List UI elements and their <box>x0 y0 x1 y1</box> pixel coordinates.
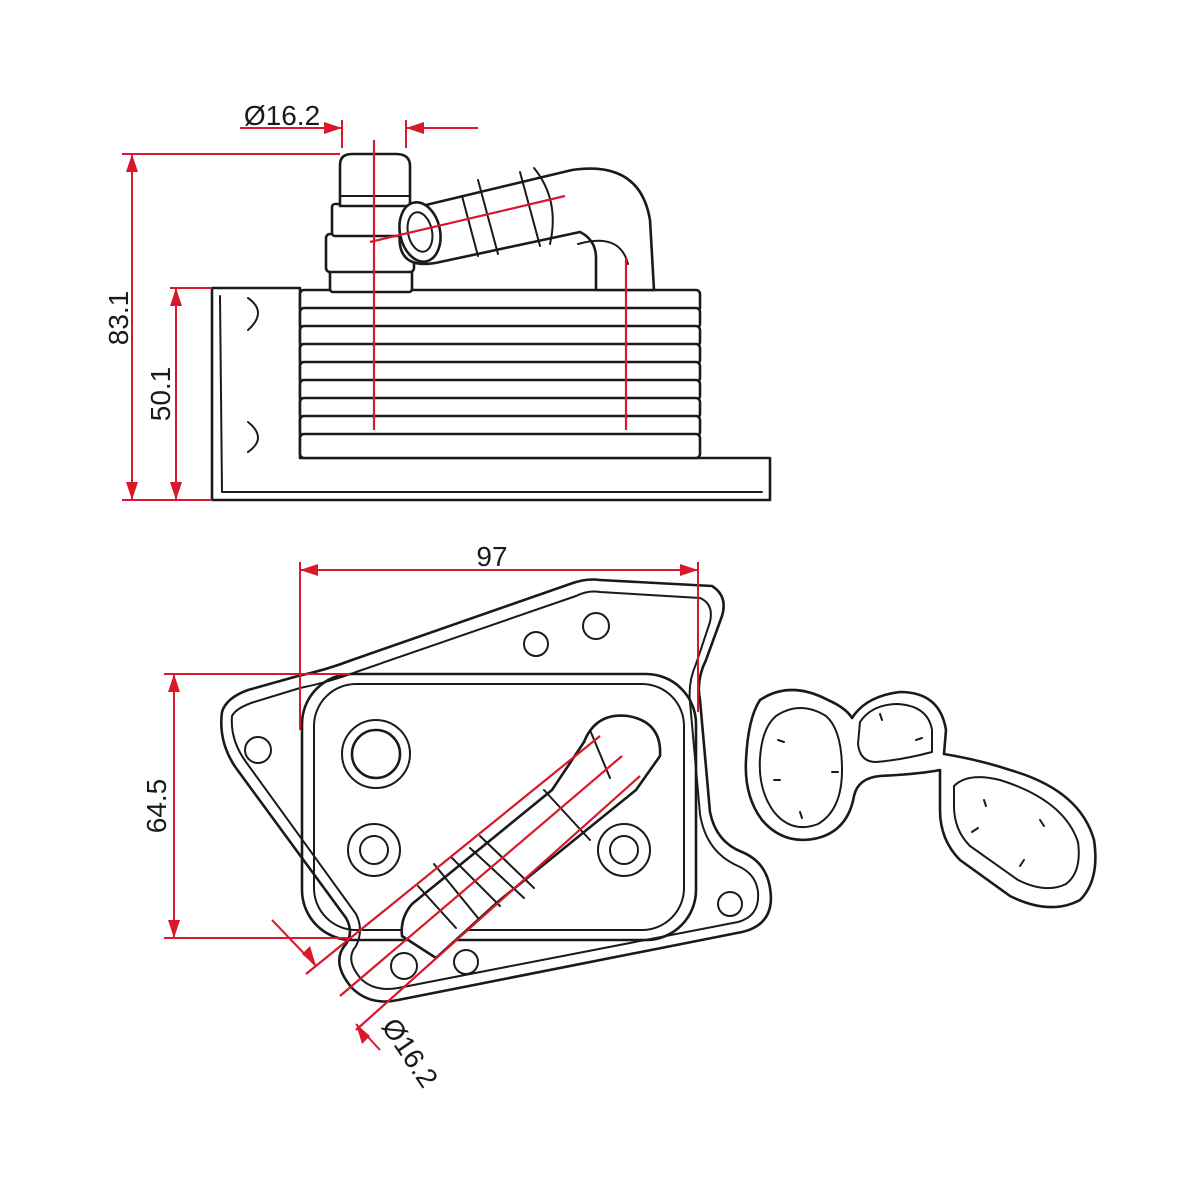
top-boss-right-outer <box>597 823 651 877</box>
width-label: 97 <box>476 541 507 572</box>
base-height-label: 50.1 <box>145 367 176 422</box>
top-port-diameter-dimension: Ø16.2 <box>240 100 478 148</box>
gasket-inner-right <box>953 776 1080 890</box>
flange-bolt-hole-6 <box>717 891 743 917</box>
top-view: 97 64.5 Ø16.2 <box>141 541 773 1093</box>
top-port-diameter-label: Ø16.2 <box>244 100 320 131</box>
pipe-edge-line-2 <box>355 775 641 1031</box>
side-vertical-port <box>324 152 416 294</box>
top-boss-right-inner <box>609 835 639 865</box>
top-boss-left-outer <box>347 823 401 877</box>
flange-bolt-hole-3 <box>582 612 610 640</box>
depth-label: 64.5 <box>141 779 172 834</box>
top-inlet-port-outer <box>341 719 411 789</box>
width-dimension: 97 <box>299 541 699 730</box>
top-angled-pipe <box>400 714 662 960</box>
base-height-dimension: 50.1 <box>145 287 212 500</box>
top-cooler-body-inner <box>313 683 685 931</box>
side-centerline-elbow <box>369 194 566 244</box>
gasket-inner-left <box>758 707 843 828</box>
side-bolt-boss-upper <box>247 297 259 331</box>
pipe-centerline <box>339 755 623 997</box>
side-cooler-fins <box>298 288 702 460</box>
flange-bolt-hole-2 <box>523 631 549 657</box>
top-inlet-port-inner <box>350 728 402 780</box>
top-cooler-body-outer <box>300 672 698 942</box>
flange-bolt-hole-1 <box>244 736 272 764</box>
side-view: Ø16.2 83.1 50.1 <box>103 100 772 502</box>
bottom-port-diameter-label: Ø16.2 <box>376 1012 444 1093</box>
top-flange-outline <box>220 578 773 1003</box>
top-boss-left-inner <box>359 835 389 865</box>
gasket-bead-dots <box>773 713 1045 867</box>
top-flange-offset <box>230 590 760 990</box>
overall-height-label: 83.1 <box>103 291 134 346</box>
side-base-plate-inner <box>219 295 763 493</box>
flange-bolt-hole-4 <box>390 952 418 980</box>
gasket-outer <box>744 688 1097 909</box>
overall-height-dimension: 83.1 <box>103 153 340 501</box>
side-elbow-port <box>398 167 656 292</box>
flange-bolt-hole-5 <box>453 949 479 975</box>
pipe-edge-line-1 <box>305 735 601 975</box>
depth-dimension: 64.5 <box>141 673 352 939</box>
side-bolt-boss-lower <box>247 421 259 453</box>
gasket-inner-center <box>857 703 933 763</box>
gasket <box>744 688 1097 909</box>
